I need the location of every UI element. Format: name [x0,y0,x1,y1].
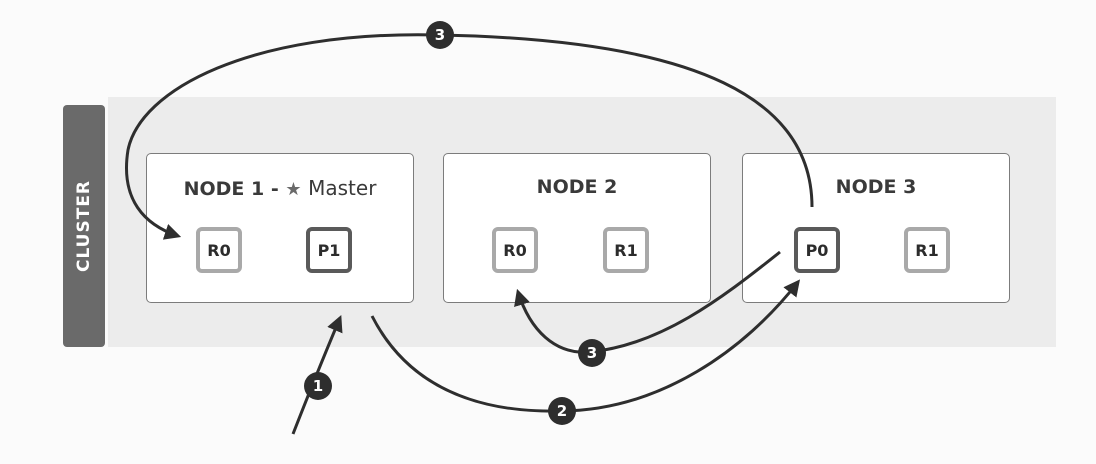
cluster-label-tab: CLUSTER [63,105,105,347]
node-2-title: NODE 2 [536,176,618,198]
star-icon: ★ [285,179,302,200]
node-1: NODE 1 - ★ Master R0 P1 [146,153,414,303]
arrow-step-3-upper [125,33,814,240]
step-2-badge: 2 [548,397,576,425]
step-1-badge: 1 [304,372,332,400]
shard-r0-node-1: R0 [196,227,242,273]
shard-r1-node-2: R1 [603,227,649,273]
shard-r0-node-2: R0 [492,227,538,273]
node-1-title: NODE 1 - ★ Master [183,176,377,200]
master-label: Master [308,176,377,200]
step-3-lower-badge: 3 [578,339,606,367]
shard-p1-node-1: P1 [306,227,352,273]
arrow-step-3-lower [514,250,781,354]
shard-p0-node-3: P0 [794,227,840,273]
node-3-title: NODE 3 [835,176,917,198]
node-2: NODE 2 R0 R1 [443,153,711,303]
step-3-upper-badge: 3 [426,21,454,49]
shard-r1-node-3: R1 [904,227,950,273]
node-3: NODE 3 P0 R1 [742,153,1010,303]
